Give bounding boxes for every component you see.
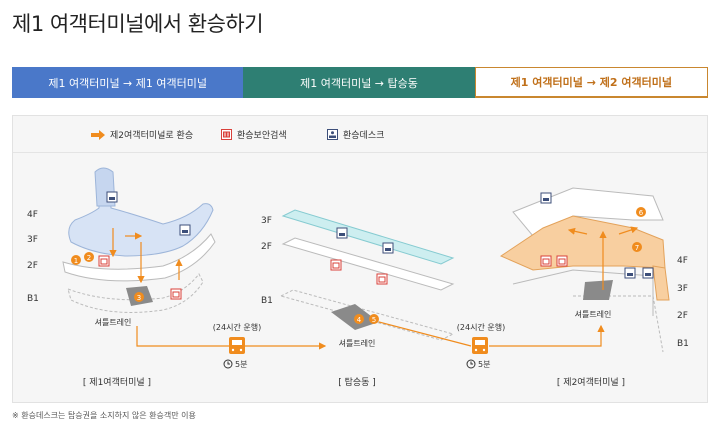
legend-desk-label: 환승데스크	[343, 131, 385, 141]
tab-t1-to-t1[interactable]: 제1 여객터미널 → 제1 여객터미널	[12, 67, 244, 98]
step-label-7: 7	[635, 244, 639, 252]
clock-icon-2	[466, 359, 476, 369]
train-icon-1	[229, 337, 245, 354]
travel-time-1: 5분	[235, 360, 247, 369]
t2-desk-icon-3	[642, 267, 654, 279]
t1-desk-icon	[106, 191, 118, 203]
t2-floor-2f: 2F	[677, 311, 688, 321]
t1-level-2f	[62, 233, 216, 282]
legend-divider	[13, 152, 707, 153]
step-marker-5	[369, 314, 379, 324]
t2-caption: [ 제2여객터미널 ]	[557, 376, 625, 388]
t1-desk-icon-2	[179, 224, 191, 236]
step-label-3: 3	[137, 294, 141, 302]
shuttle-route: (24시간 운행) 5분 (24시간 운행) 5분	[136, 321, 605, 369]
t2-shuttle-label: 셔틀트레인	[575, 309, 612, 319]
t1-shuttle-label: 셔틀트레인	[95, 317, 132, 327]
concourse-floor-2f: 2F	[261, 242, 272, 252]
concourse-shuttle-label: 셔틀트레인	[339, 338, 376, 348]
t1-security-icon-2	[170, 288, 182, 300]
t1-caption: [ 제1여객터미널 ]	[83, 376, 151, 388]
t1-floor-4f: 4F	[27, 210, 38, 220]
t1-level-b1	[67, 273, 204, 313]
t1-floor-b1: B1	[27, 294, 39, 304]
step-marker-4	[354, 314, 364, 324]
orange-arrow-icon	[91, 129, 105, 140]
concourse-floor-b1: B1	[261, 296, 273, 306]
concourse-security-icon	[330, 259, 342, 271]
terminal-2-map: 4F 3F 2F B1 6	[499, 187, 689, 353]
concourse-desk-icon	[336, 227, 348, 239]
train-icon-2	[472, 337, 488, 354]
travel-time-2: 5분	[478, 360, 490, 369]
step-marker-6	[636, 207, 646, 217]
operation-hours-2: (24시간 운행)	[457, 322, 505, 332]
clock-icon-1	[223, 359, 233, 369]
security-check-icon	[221, 129, 232, 140]
concourse-desk-icon-2	[382, 242, 394, 254]
legend: 제2여객터미널로 환승 환승보안검색 환승데스크	[13, 128, 707, 144]
terminal-1-map: 4F 3F 2F B1	[27, 167, 216, 327]
tab-t1-to-t2[interactable]: 제1 여객터미널 → 제2 여객터미널	[474, 67, 708, 98]
legend-route-label: 제2여객터미널로 환승	[110, 131, 194, 141]
step-label-5: 5	[372, 316, 376, 324]
step-marker-2	[84, 252, 94, 262]
t2-route-arrow-left	[567, 227, 588, 235]
legend-desk: 환승데스크	[327, 128, 384, 141]
legend-security: 환승보안검색	[221, 128, 287, 141]
t2-desk-icon	[540, 192, 552, 204]
transfer-route-tabs: 제1 여객터미널 → 제1 여객터미널 제1 여객터미널 → 탑승동 제1 여객…	[12, 67, 708, 98]
t1-security-icon	[98, 255, 110, 267]
t2-route-arrow-right	[618, 226, 639, 235]
concourse-floor-3f: 3F	[261, 216, 272, 226]
concourse-caption: [ 탑승동 ]	[338, 376, 376, 388]
transfer-desk-icon	[327, 129, 338, 140]
step-marker-7	[632, 242, 642, 252]
tab-t1-to-concourse[interactable]: 제1 여객터미널 → 탑승동	[243, 67, 475, 98]
concourse-level-2f	[281, 237, 455, 291]
step-label-4: 4	[357, 316, 362, 324]
shuttle-route-line-3	[489, 324, 605, 347]
shuttle-route-line-1	[136, 326, 327, 350]
t2-level-b1	[573, 295, 664, 353]
t2-security-icon-2	[556, 255, 568, 267]
t2-floor-3f: 3F	[677, 284, 688, 294]
step-label-1: 1	[74, 257, 78, 265]
t1-floor-3f: 3F	[27, 235, 38, 245]
operation-hours-1: (24시간 운행)	[213, 322, 261, 332]
t2-floor-b1: B1	[677, 339, 689, 349]
step-label-2: 2	[87, 254, 91, 262]
step-marker-1	[71, 255, 81, 265]
t2-security-icon	[540, 255, 552, 267]
terminal-map: 4F 3F 2F B1	[27, 167, 689, 388]
page-title: 제1 여객터미널에서 환승하기	[12, 12, 264, 36]
concourse-map: 3F 2F B1 4 5 셔틀트레인	[261, 209, 455, 348]
t2-shuttle-station	[583, 280, 613, 300]
legend-route: 제2여객터미널로 환승	[91, 128, 193, 141]
t2-desk-icon-2	[624, 267, 636, 279]
step-marker-3	[134, 292, 144, 302]
t2-level-3f-side	[652, 265, 670, 301]
footnote: ※ 환승데스크는 탑승권을 소지하지 않은 환승객만 이용	[12, 411, 196, 420]
legend-security-label: 환승보안검색	[237, 131, 287, 141]
t1-floor-2f: 2F	[27, 261, 38, 271]
transfer-diagram: 제2여객터미널로 환승 환승보안검색 환승데스크	[12, 115, 708, 403]
concourse-level-3f	[281, 209, 455, 265]
step-label-6: 6	[639, 209, 644, 217]
shuttle-route-line-2	[378, 321, 472, 347]
concourse-security-icon-2	[376, 273, 388, 285]
t2-floor-4f: 4F	[677, 256, 688, 266]
